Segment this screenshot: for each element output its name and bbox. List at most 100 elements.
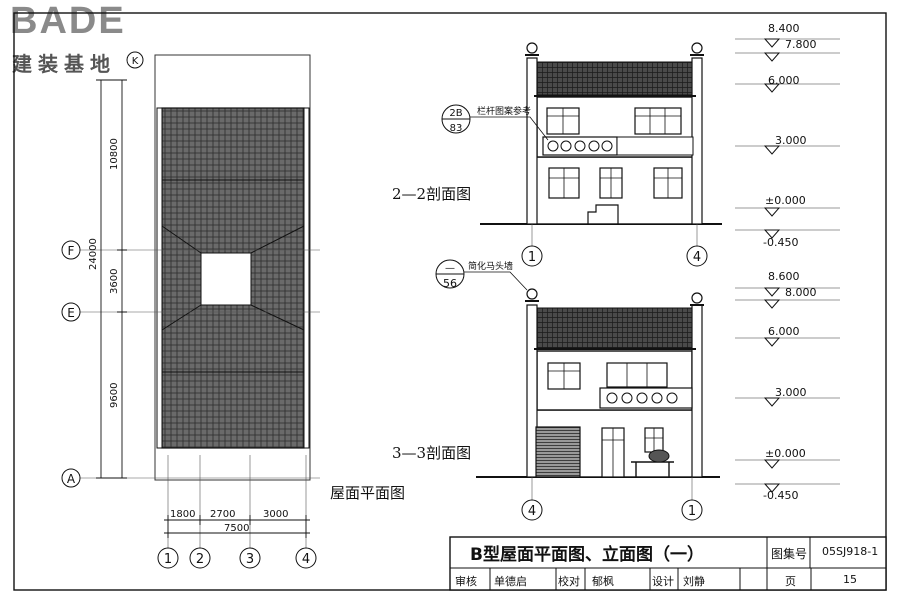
page-label: 页	[785, 575, 796, 588]
s33-title: 3—3剖面图	[392, 444, 471, 462]
s22-axis-bubble-right	[686, 245, 708, 267]
s33-table	[631, 461, 674, 477]
designer-name: 刘静	[683, 575, 705, 588]
plan-dim-horizontal	[164, 515, 310, 538]
title-block-rules	[450, 537, 886, 590]
s22-detail-note: 栏杆图案参考	[477, 105, 531, 117]
s22-title: 2—2剖面图	[392, 185, 471, 203]
s33-roof-tiles	[536, 307, 693, 349]
s22-level-3000: 3.000	[775, 134, 807, 147]
title-block-frame	[449, 536, 887, 591]
s22-window-upper-left-mullion	[547, 108, 579, 134]
s22-detail-ref-bottom: 83	[450, 123, 463, 134]
axis-label-E: E	[67, 306, 75, 320]
drawing-title: B型屋面平面图、立面图（一）	[470, 545, 704, 565]
s33-door-panels	[602, 428, 624, 477]
s22-window-upper-right-mullion	[635, 108, 681, 134]
s22-gable-left	[526, 57, 538, 225]
s33-level-6000: 6.000	[768, 325, 800, 338]
s33-window-lower-mullion	[645, 428, 663, 452]
s33-baluster-1	[606, 392, 618, 404]
s22-balcony-slab	[616, 136, 694, 156]
axis-label-2: 2	[196, 552, 204, 567]
axis-bubble-2	[189, 547, 211, 569]
s22-window-lower-mid-mullion	[600, 168, 622, 198]
s33-axis-label-left: 4	[528, 504, 536, 519]
s22-level-8400: 8.400	[768, 22, 800, 35]
atlas-number-label: 图集号	[771, 547, 808, 561]
s33-baluster-2	[621, 392, 633, 404]
axis-bubble-3	[239, 547, 261, 569]
dim-1800: 1800	[170, 509, 195, 520]
s22-detail-leader	[470, 116, 549, 141]
roof-plan-title: 屋面平面图	[330, 484, 405, 502]
title-block	[449, 536, 887, 591]
checker-name: 郁枫	[592, 575, 614, 588]
design-label: 设计	[652, 575, 674, 588]
s33-rolling-shutter	[535, 426, 581, 478]
s22-window-lower-left-mullion	[549, 168, 579, 198]
dim-9600: 9600	[109, 383, 120, 408]
s22-roof-tiles	[536, 61, 693, 96]
s33-level-8000: 8.000	[785, 286, 817, 299]
s33-gable-right	[691, 304, 703, 478]
dim-total-24000: 24000	[88, 238, 99, 270]
s22-level-triangles	[763, 38, 781, 239]
axis-bubble-E	[61, 302, 81, 322]
plan-outline	[154, 54, 311, 481]
axis-label-1: 1	[164, 552, 172, 567]
s22-level-lines	[735, 38, 840, 231]
section-3-3: — 56 简化马头墙 4 1 3—3剖面图 8.600 8.000 6.000 …	[392, 259, 840, 521]
axis-label-A: A	[67, 472, 76, 486]
s33-detail-ref-top: —	[445, 263, 455, 274]
s33-potted-plant	[648, 449, 670, 463]
plan-courtyard	[200, 252, 252, 306]
plan-dim-vertical	[96, 79, 127, 479]
s33-level-lines	[735, 287, 840, 485]
axis-bubble-1	[157, 547, 179, 569]
plan-wall-right	[303, 107, 310, 449]
s33-baluster-3	[636, 392, 648, 404]
s33-window-upper-left-mullion	[548, 363, 580, 389]
s22-balustrade	[542, 136, 618, 156]
s33-level-minus0450: -0.450	[763, 489, 798, 502]
s22-baluster-2	[560, 140, 572, 152]
s22-window-lower-right-mullion	[654, 168, 682, 198]
s33-axis-bubble-left	[521, 499, 543, 521]
section-2-2: 2B 83 栏杆图案参考 1 4 2—2剖面图 8.400 7.800 6.00…	[392, 22, 840, 267]
s33-axis-lines	[531, 477, 693, 501]
dim-7500: 7500	[224, 523, 249, 534]
s22-baluster-3	[574, 140, 586, 152]
publisher-logo: BADE 建装基地	[6, 0, 156, 76]
plan-grid-lines	[80, 249, 320, 548]
s33-level-0000: ±0.000	[765, 447, 806, 460]
plan-wall-left	[156, 107, 163, 449]
s22-finial-right	[691, 42, 703, 54]
s22-axis-bubble-left	[521, 245, 543, 267]
s22-detail-ref-top: 2B	[449, 108, 462, 119]
s22-steps	[587, 204, 619, 224]
axis-label-4: 4	[302, 552, 310, 567]
s33-axis-label-right: 1	[688, 504, 696, 519]
plan-ridges	[161, 179, 305, 373]
s22-axis-label-right: 4	[693, 250, 701, 265]
page-number: 15	[843, 573, 857, 586]
dim-3000: 3000	[263, 509, 288, 520]
review-label: 审核	[455, 575, 477, 588]
s33-detail-note: 简化马头墙	[468, 260, 513, 272]
s33-detail-ref-bottom: 56	[443, 277, 457, 290]
reviewer-name: 单德启	[494, 575, 527, 588]
s22-axis-label-left: 1	[528, 250, 536, 265]
logo-chinese-name: 建装基地	[12, 52, 116, 76]
s22-baluster-4	[588, 140, 600, 152]
s22-level-6000: 6.000	[768, 74, 800, 87]
axis-bubble-F	[61, 240, 81, 260]
axis-label-K: K	[132, 56, 139, 67]
axis-bubble-A	[61, 468, 81, 488]
roof-plan: 24000 10800 3600 9600 1800 2700 3000 750…	[61, 51, 405, 569]
logo-wordmark: BADE	[10, 0, 126, 42]
s33-finial-right	[691, 292, 703, 304]
s22-finial-left	[526, 42, 538, 54]
axis-bubble-K-partial	[126, 51, 144, 69]
s33-window-upper-right-mullion	[626, 363, 648, 387]
